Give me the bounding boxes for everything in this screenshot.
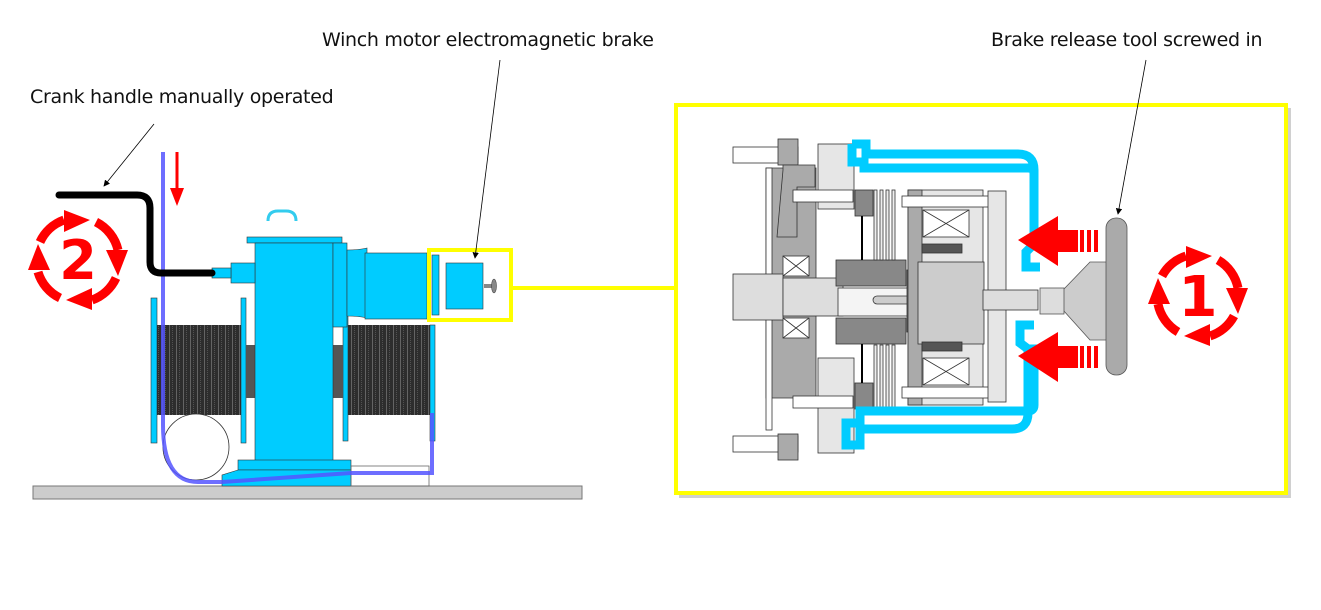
brake-release-tool[interactable] bbox=[1039, 217, 1128, 376]
down-arrow-icon bbox=[170, 152, 184, 206]
brake-highlight-box bbox=[427, 248, 513, 322]
brake-leader bbox=[472, 59, 501, 259]
step-1-number: 1 bbox=[1179, 265, 1218, 330]
crank-handle[interactable] bbox=[55, 191, 216, 277]
winch-brake-label: Winch motor electromagnetic brake bbox=[322, 29, 654, 51]
left-drum-flange-inner bbox=[240, 297, 247, 444]
step-2-number: 2 bbox=[59, 229, 97, 292]
gearbox-lid bbox=[246, 236, 343, 244]
rotate-step-1-icon: 1 bbox=[1148, 246, 1248, 346]
release-tool-label: Brake release tool screwed in bbox=[991, 29, 1263, 51]
gearbox-base bbox=[237, 459, 352, 471]
winch-motor bbox=[364, 252, 428, 320]
ground-plate bbox=[32, 485, 583, 500]
force-arrow-top-icon bbox=[1018, 216, 1098, 266]
brake-cross-section bbox=[732, 138, 1042, 461]
winch-assembly: 2 bbox=[28, 59, 676, 500]
left-drum-cable bbox=[157, 325, 242, 415]
force-arrow-bottom-icon bbox=[1018, 332, 1098, 382]
brake-housing bbox=[445, 262, 484, 310]
rotate-step-2-icon: 2 bbox=[28, 210, 128, 310]
winch-cable bbox=[161, 152, 434, 484]
tool-leader bbox=[1115, 59, 1147, 215]
gearbox-column bbox=[254, 242, 334, 462]
crank-handle-label: Crank handle manually operated bbox=[30, 86, 334, 108]
left-drum-flange-outer bbox=[150, 297, 158, 444]
crank-leader bbox=[103, 123, 155, 187]
right-drum-cable bbox=[348, 325, 430, 415]
brake-detail-panel: 1 bbox=[674, 59, 1291, 498]
